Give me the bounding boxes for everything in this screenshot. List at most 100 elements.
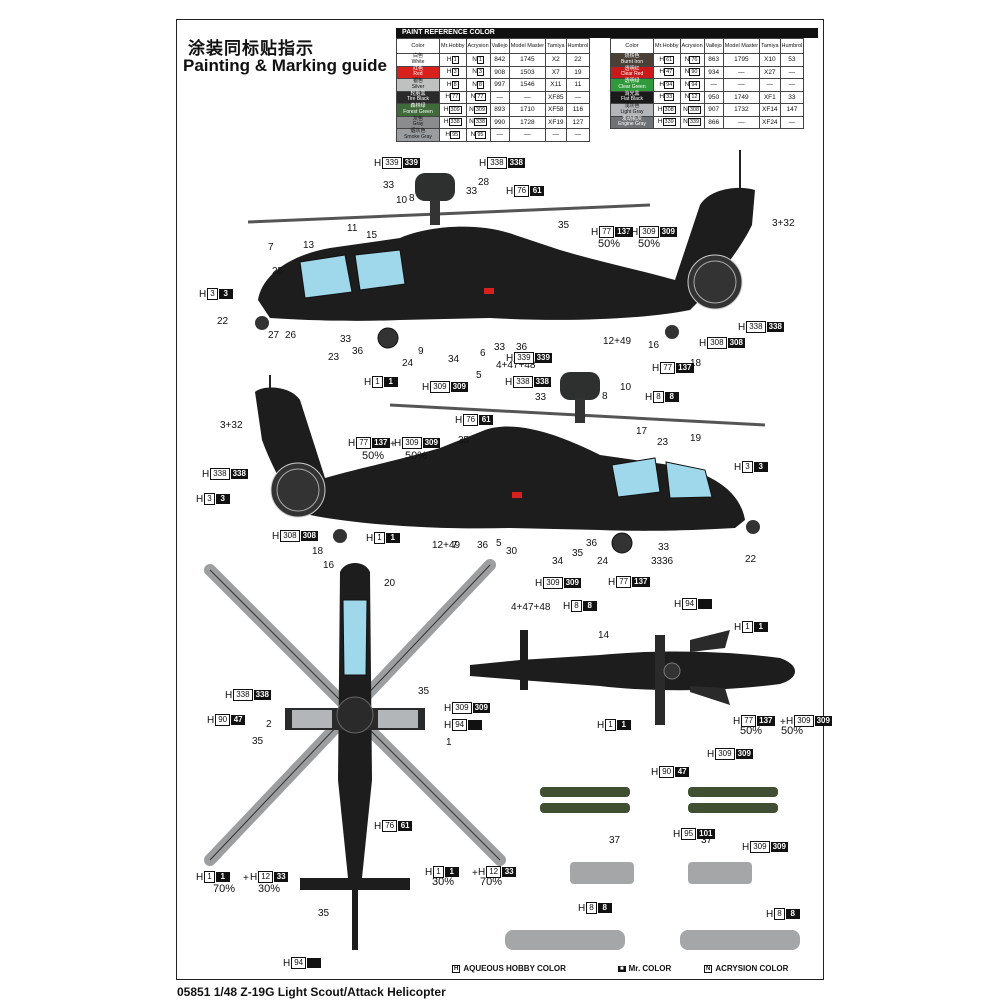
color-name-en: Silver: [411, 83, 425, 90]
callout-number: 4+47+48: [496, 360, 536, 371]
callout-number: 30: [506, 546, 518, 557]
code-aqueous: 338: [233, 689, 253, 701]
code-aqueous: 309: [430, 381, 450, 393]
color-name-cn: 森林绿: [410, 103, 426, 110]
color-name-en: Clear Green: [618, 83, 646, 90]
code-mr-color: 339: [402, 158, 420, 168]
color-name-en: Smoke Gray: [404, 133, 432, 140]
humbrol-cell: 22: [565, 53, 591, 67]
code-mr-color: 3: [215, 494, 230, 504]
code-mr-color: 1: [215, 872, 230, 882]
pct-side2-right: 50%: [405, 450, 428, 462]
title-english: Painting & Marking guide: [183, 56, 388, 75]
callout-number: 25: [272, 266, 284, 277]
missile-rack-a-top: [540, 787, 630, 797]
pct-top-1: 70%: [213, 883, 236, 895]
code-prefix: H: [535, 577, 543, 589]
code-mr-color: 137: [676, 363, 694, 373]
code-mr-color: 3: [753, 462, 768, 472]
code-aqueous: 309: [639, 226, 659, 238]
code-mr-color: 1: [385, 533, 400, 543]
callout-number: 20: [384, 578, 396, 589]
code-box: 8: [451, 80, 459, 89]
code-prefix: H: [578, 902, 586, 914]
code-prefix: H: [734, 461, 742, 473]
callout-number: 7: [268, 242, 274, 253]
code-prefix: H: [608, 576, 616, 588]
code-mr-color: 338: [507, 158, 525, 168]
canopy-front-1: [299, 254, 353, 299]
code-box: 95: [450, 130, 461, 139]
column-header: Model Master: [508, 38, 547, 54]
code-mr-color: 33: [502, 867, 517, 877]
callout-number: 35: [558, 220, 570, 231]
fenestron-1: [687, 254, 743, 310]
code-aqueous: 77: [356, 437, 372, 449]
fuselage-side-2: [255, 387, 745, 531]
code-prefix: H: [786, 715, 794, 727]
callout-number: 8: [409, 193, 415, 204]
code-prefix: H: [348, 437, 356, 449]
wing-panel-right: [378, 710, 418, 728]
fenestron-2: [270, 462, 326, 518]
callout-number: 18: [312, 546, 324, 557]
callout-number: 22: [217, 316, 229, 327]
code-aqueous: 338: [487, 157, 507, 169]
humbrol-cell: —: [779, 115, 805, 129]
pylon-bottom-b: [690, 686, 730, 705]
pct-top-3: 30%: [432, 876, 455, 888]
code-box: 309: [448, 105, 462, 114]
code-box: 308: [687, 105, 702, 114]
code-box: 308: [662, 105, 676, 114]
code-mr-color: 8: [597, 903, 612, 913]
color-name-en: Red: [413, 71, 423, 78]
rotor-hub-top: [336, 696, 374, 734]
rotor-mast-2: [575, 398, 585, 423]
code-box: 77: [475, 93, 486, 102]
tail-stab-bottom: [520, 630, 528, 690]
pct-top-4: 70%: [480, 876, 503, 888]
code-box: 61: [664, 55, 675, 64]
code-mr-color: [468, 720, 483, 730]
fuselage-bottom: [470, 651, 795, 691]
column-header: Humbrol: [779, 38, 805, 54]
code-box: 339: [662, 118, 676, 127]
code-mr-color: 137: [632, 577, 650, 587]
code-prefix: H: [505, 376, 513, 388]
callout-number: 24: [597, 556, 609, 567]
code-prefix: H: [479, 157, 487, 169]
code-aqueous: 77: [741, 715, 757, 727]
footer-name: 1/48 Z-19G Light Scout/Attack Helicopter: [213, 985, 446, 999]
code-mr-color: 309: [735, 749, 753, 759]
column-header: Humbrol: [565, 38, 591, 54]
code-prefix: H: [199, 288, 207, 300]
code-aqueous: 309: [543, 577, 563, 589]
code-mr-color: 137: [372, 438, 390, 448]
callout-number: 12+49: [432, 540, 461, 551]
code-aqueous: 338: [210, 468, 230, 480]
side-view-left-facing: [247, 150, 755, 349]
callout-number: 35: [318, 908, 330, 919]
code-mr-color: 33: [274, 872, 289, 882]
callout-number: 3+32: [772, 218, 795, 229]
callout-number: 16: [323, 560, 335, 571]
code-prefix: H: [272, 530, 280, 542]
code-prefix: H: [738, 321, 746, 333]
